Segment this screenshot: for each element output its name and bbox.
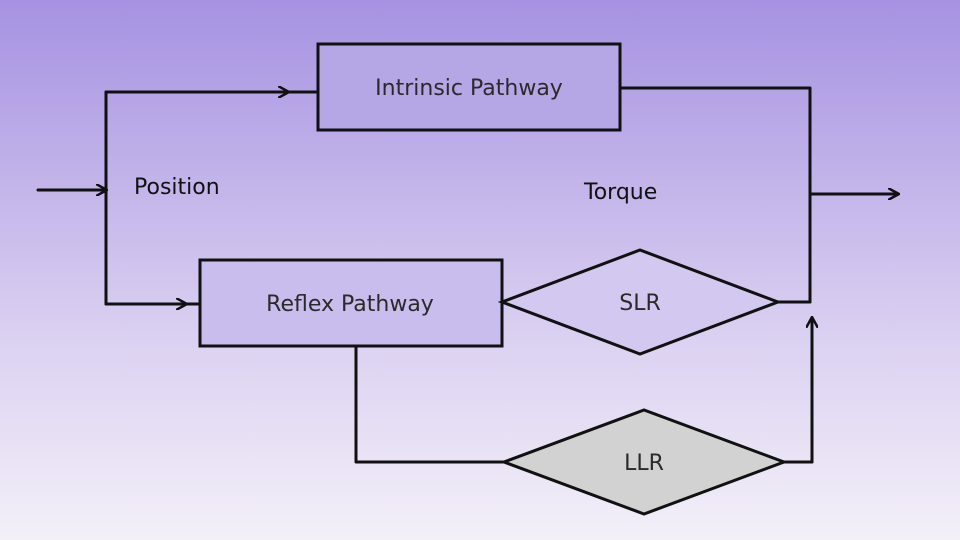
- torque-label: Torque: [583, 180, 657, 205]
- llr-label: LLR: [624, 451, 664, 476]
- position-label: Position: [134, 175, 220, 200]
- intrinsic-pathway-label: Intrinsic Pathway: [375, 76, 563, 101]
- intrinsic-output-line: [618, 86, 812, 304]
- intrinsic-pathway-box: [316, 42, 622, 132]
- slr-label: SLR: [619, 291, 661, 316]
- reflex-pathway-box: [198, 258, 504, 348]
- reflex-pathway-label: Reflex Pathway: [266, 292, 434, 317]
- reflex-to-llr-line: [354, 344, 506, 464]
